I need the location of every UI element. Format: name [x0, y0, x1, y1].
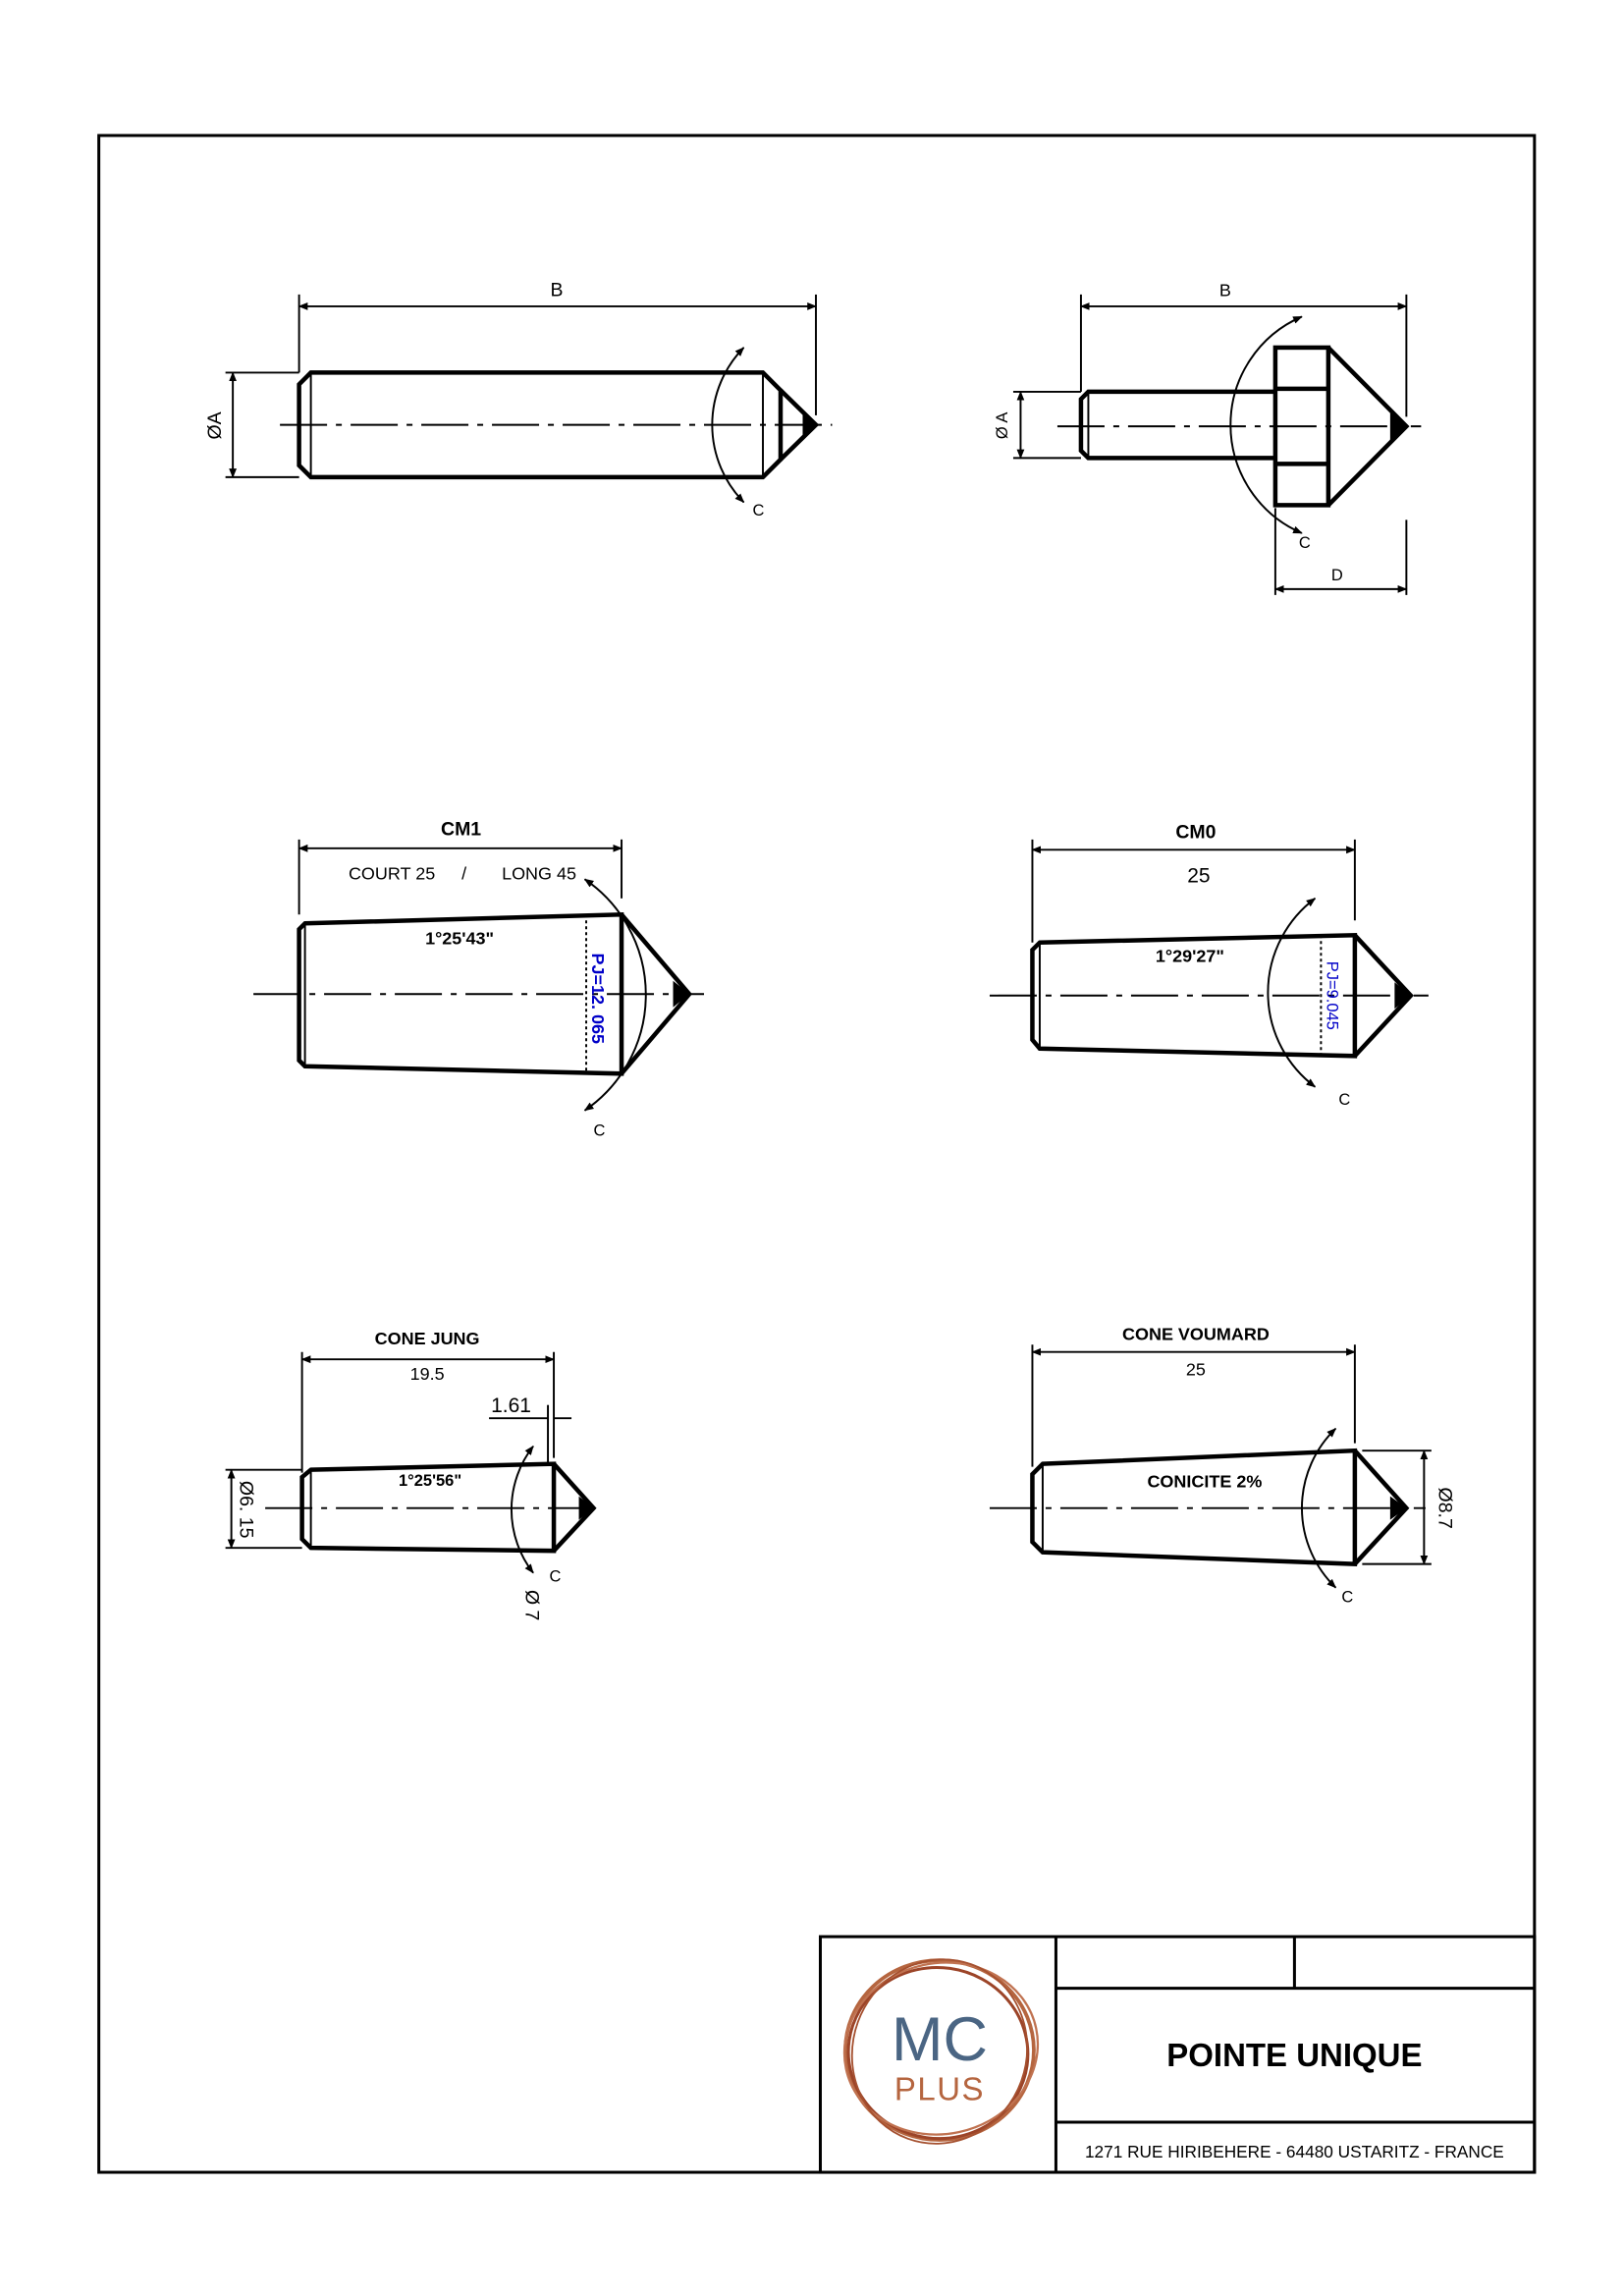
view-cone-voumard: CONE VOUMARD 25 CONICITE 2% Ø8.7 C	[989, 1325, 1455, 1607]
cm1-gauge-diameter: PJ=12. 065	[588, 954, 608, 1045]
cm0-dim-angle: C	[1338, 1091, 1350, 1109]
cone-voumard-dim-angle: C	[1341, 1589, 1353, 1607]
cm0-gauge-diameter: PJ=9.045	[1323, 961, 1340, 1030]
cm0-length: 25	[1187, 864, 1210, 887]
view-cm0: CM0 25 1°29'27" PJ=9.045 C	[989, 821, 1429, 1109]
drawing-frame	[97, 134, 1537, 2174]
cone-jung-length: 19.5	[410, 1364, 445, 1384]
cm1-length-long: LONG 45	[502, 863, 576, 883]
cone-jung-offset: 1.61	[491, 1394, 531, 1417]
logo-plus: PLUS	[894, 2071, 985, 2107]
view-cm1: CM1 COURT 25 / LONG 45 1°25'43" PJ=12. 0…	[253, 818, 705, 1139]
cm1-title: CM1	[441, 818, 481, 840]
view-stepped-pin: B Ø A D C	[994, 280, 1422, 595]
stepped-dim-head: D	[1331, 567, 1343, 584]
view-cone-jung: CONE JUNG 19.5 1.61 1°25'56" Ø6. 15 Ø 7 …	[225, 1329, 605, 1620]
cone-voumard-title: CONE VOUMARD	[1122, 1325, 1270, 1344]
cm1-dim-angle: C	[594, 1121, 606, 1139]
cone-jung-taper-angle: 1°25'56"	[399, 1472, 461, 1490]
drawing-title: POINTE UNIQUE	[1166, 2037, 1422, 2073]
cm1-separator: /	[461, 863, 466, 883]
logo-mc: MC	[892, 2005, 988, 2074]
title-block: POINTE UNIQUE 1271 RUE HIRIBEHERE - 6448…	[818, 1935, 1537, 2174]
cone-jung-dim-angle: C	[550, 1568, 562, 1586]
stepped-dim-length: B	[1219, 280, 1231, 300]
view-pin: B ØA C	[204, 279, 833, 519]
cone-jung-dia-small: Ø6. 15	[236, 1481, 257, 1539]
cone-jung-title: CONE JUNG	[375, 1329, 480, 1348]
mc-plus-logo: MC PLUS	[842, 1958, 1040, 2145]
pin-dim-diameter: ØA	[204, 411, 226, 439]
stepped-dim-angle: C	[1299, 534, 1311, 552]
pin-dim-length: B	[551, 279, 564, 301]
cm0-taper-angle: 1°29'27"	[1156, 946, 1224, 965]
cone-jung-dia-large: Ø 7	[521, 1590, 543, 1620]
cm0-title: CM0	[1175, 821, 1216, 843]
cone-voumard-taper: CONICITE 2%	[1147, 1472, 1262, 1492]
cm1-taper-angle: 1°25'43"	[425, 928, 494, 948]
cm1-length-court: COURT 25	[349, 863, 435, 883]
stepped-dim-diameter: Ø A	[994, 412, 1011, 440]
cone-voumard-length: 25	[1186, 1360, 1206, 1380]
cone-voumard-dia-large: Ø8.7	[1434, 1488, 1455, 1529]
company-address: 1271 RUE HIRIBEHERE - 64480 USTARITZ - F…	[1085, 2142, 1504, 2161]
pin-dim-angle: C	[753, 502, 765, 519]
stepped-shank-outline	[1078, 389, 1275, 461]
